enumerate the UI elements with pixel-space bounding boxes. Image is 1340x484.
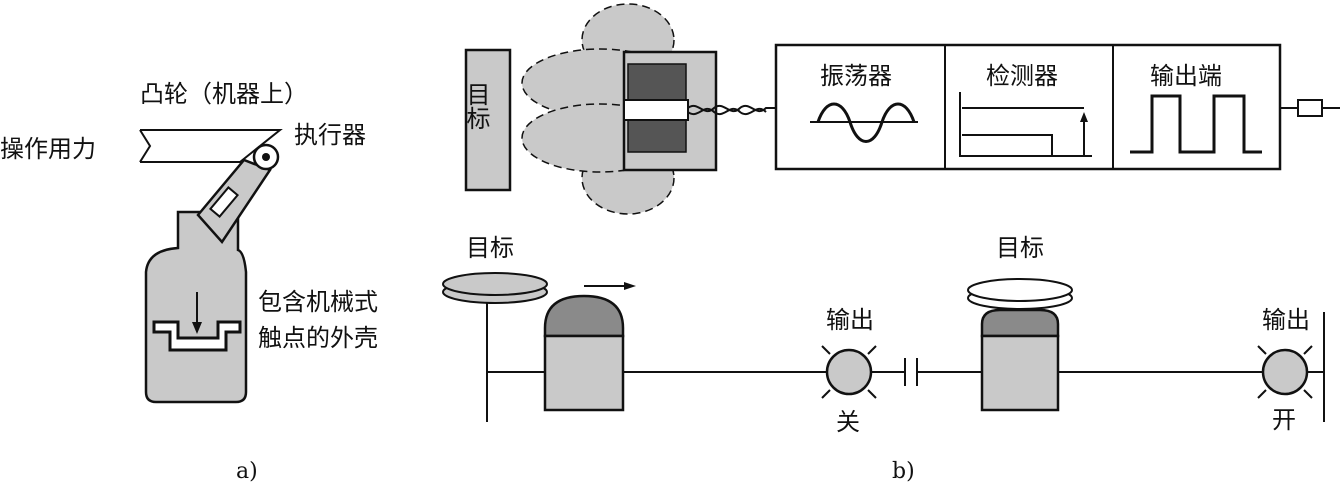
mechanical-contact [152, 320, 242, 352]
panel-a: 凸轮（机器上） 操作用力 执行器 包含机械式 触点的外壳 a) [0, 80, 378, 484]
caption-a: a) [236, 459, 258, 484]
sensor-coil-gap [623, 99, 689, 121]
sensor-cable-2 [687, 107, 767, 115]
detector-axes [959, 92, 1092, 157]
target-left-disc [442, 272, 548, 296]
press-arrow-head [192, 322, 202, 334]
cam-label: 凸轮（机器上） [140, 80, 308, 108]
sensor-right-body [980, 334, 1060, 412]
lever-slot [208, 186, 240, 218]
target-right-disc [967, 278, 1073, 302]
output-right-state: 开 [1272, 406, 1296, 434]
sensor-left-dome [543, 294, 625, 338]
block-oscillator-label: 振荡器 [820, 62, 892, 90]
output-right-label: 输出 [1262, 306, 1310, 334]
output-connector [1297, 99, 1323, 117]
panel-b-bottom: 目标 输出 关 目标 输出 [442, 234, 1325, 484]
oscillator-wave [816, 102, 916, 143]
target-box-label: 目标 [462, 82, 490, 130]
output-left-label: 输出 [826, 306, 874, 334]
block-detector-label: 检测器 [986, 62, 1058, 90]
housing-label-line1: 包含机械式 [258, 288, 378, 316]
detector-arrow-head [1080, 112, 1088, 122]
sensor-left-body [543, 334, 625, 412]
target-box [464, 48, 512, 192]
caption-b: b) [892, 459, 915, 484]
actuator-label: 执行器 [294, 121, 366, 149]
panel-b-top: 目标 振荡器 检测器 输出端 [462, 3, 1340, 215]
roller-axle [262, 153, 270, 161]
lamp-right-on [1261, 348, 1309, 396]
force-label: 操作用力 [0, 135, 96, 163]
output-left-state: 关 [836, 408, 860, 436]
block-output-label: 输出端 [1150, 62, 1222, 90]
actuator-lever [196, 158, 272, 245]
lamp-right-rays [1257, 345, 1313, 399]
motion-arrow-head [624, 282, 636, 290]
sensor-right-dome [980, 308, 1060, 338]
target-left-label: 目标 [466, 234, 514, 262]
lamp-left-off [825, 348, 873, 396]
lamp-left-rays [821, 345, 877, 399]
output-pulses [1130, 94, 1262, 154]
housing-label-line2: 触点的外壳 [258, 324, 378, 352]
target-right-label: 目标 [996, 234, 1044, 262]
